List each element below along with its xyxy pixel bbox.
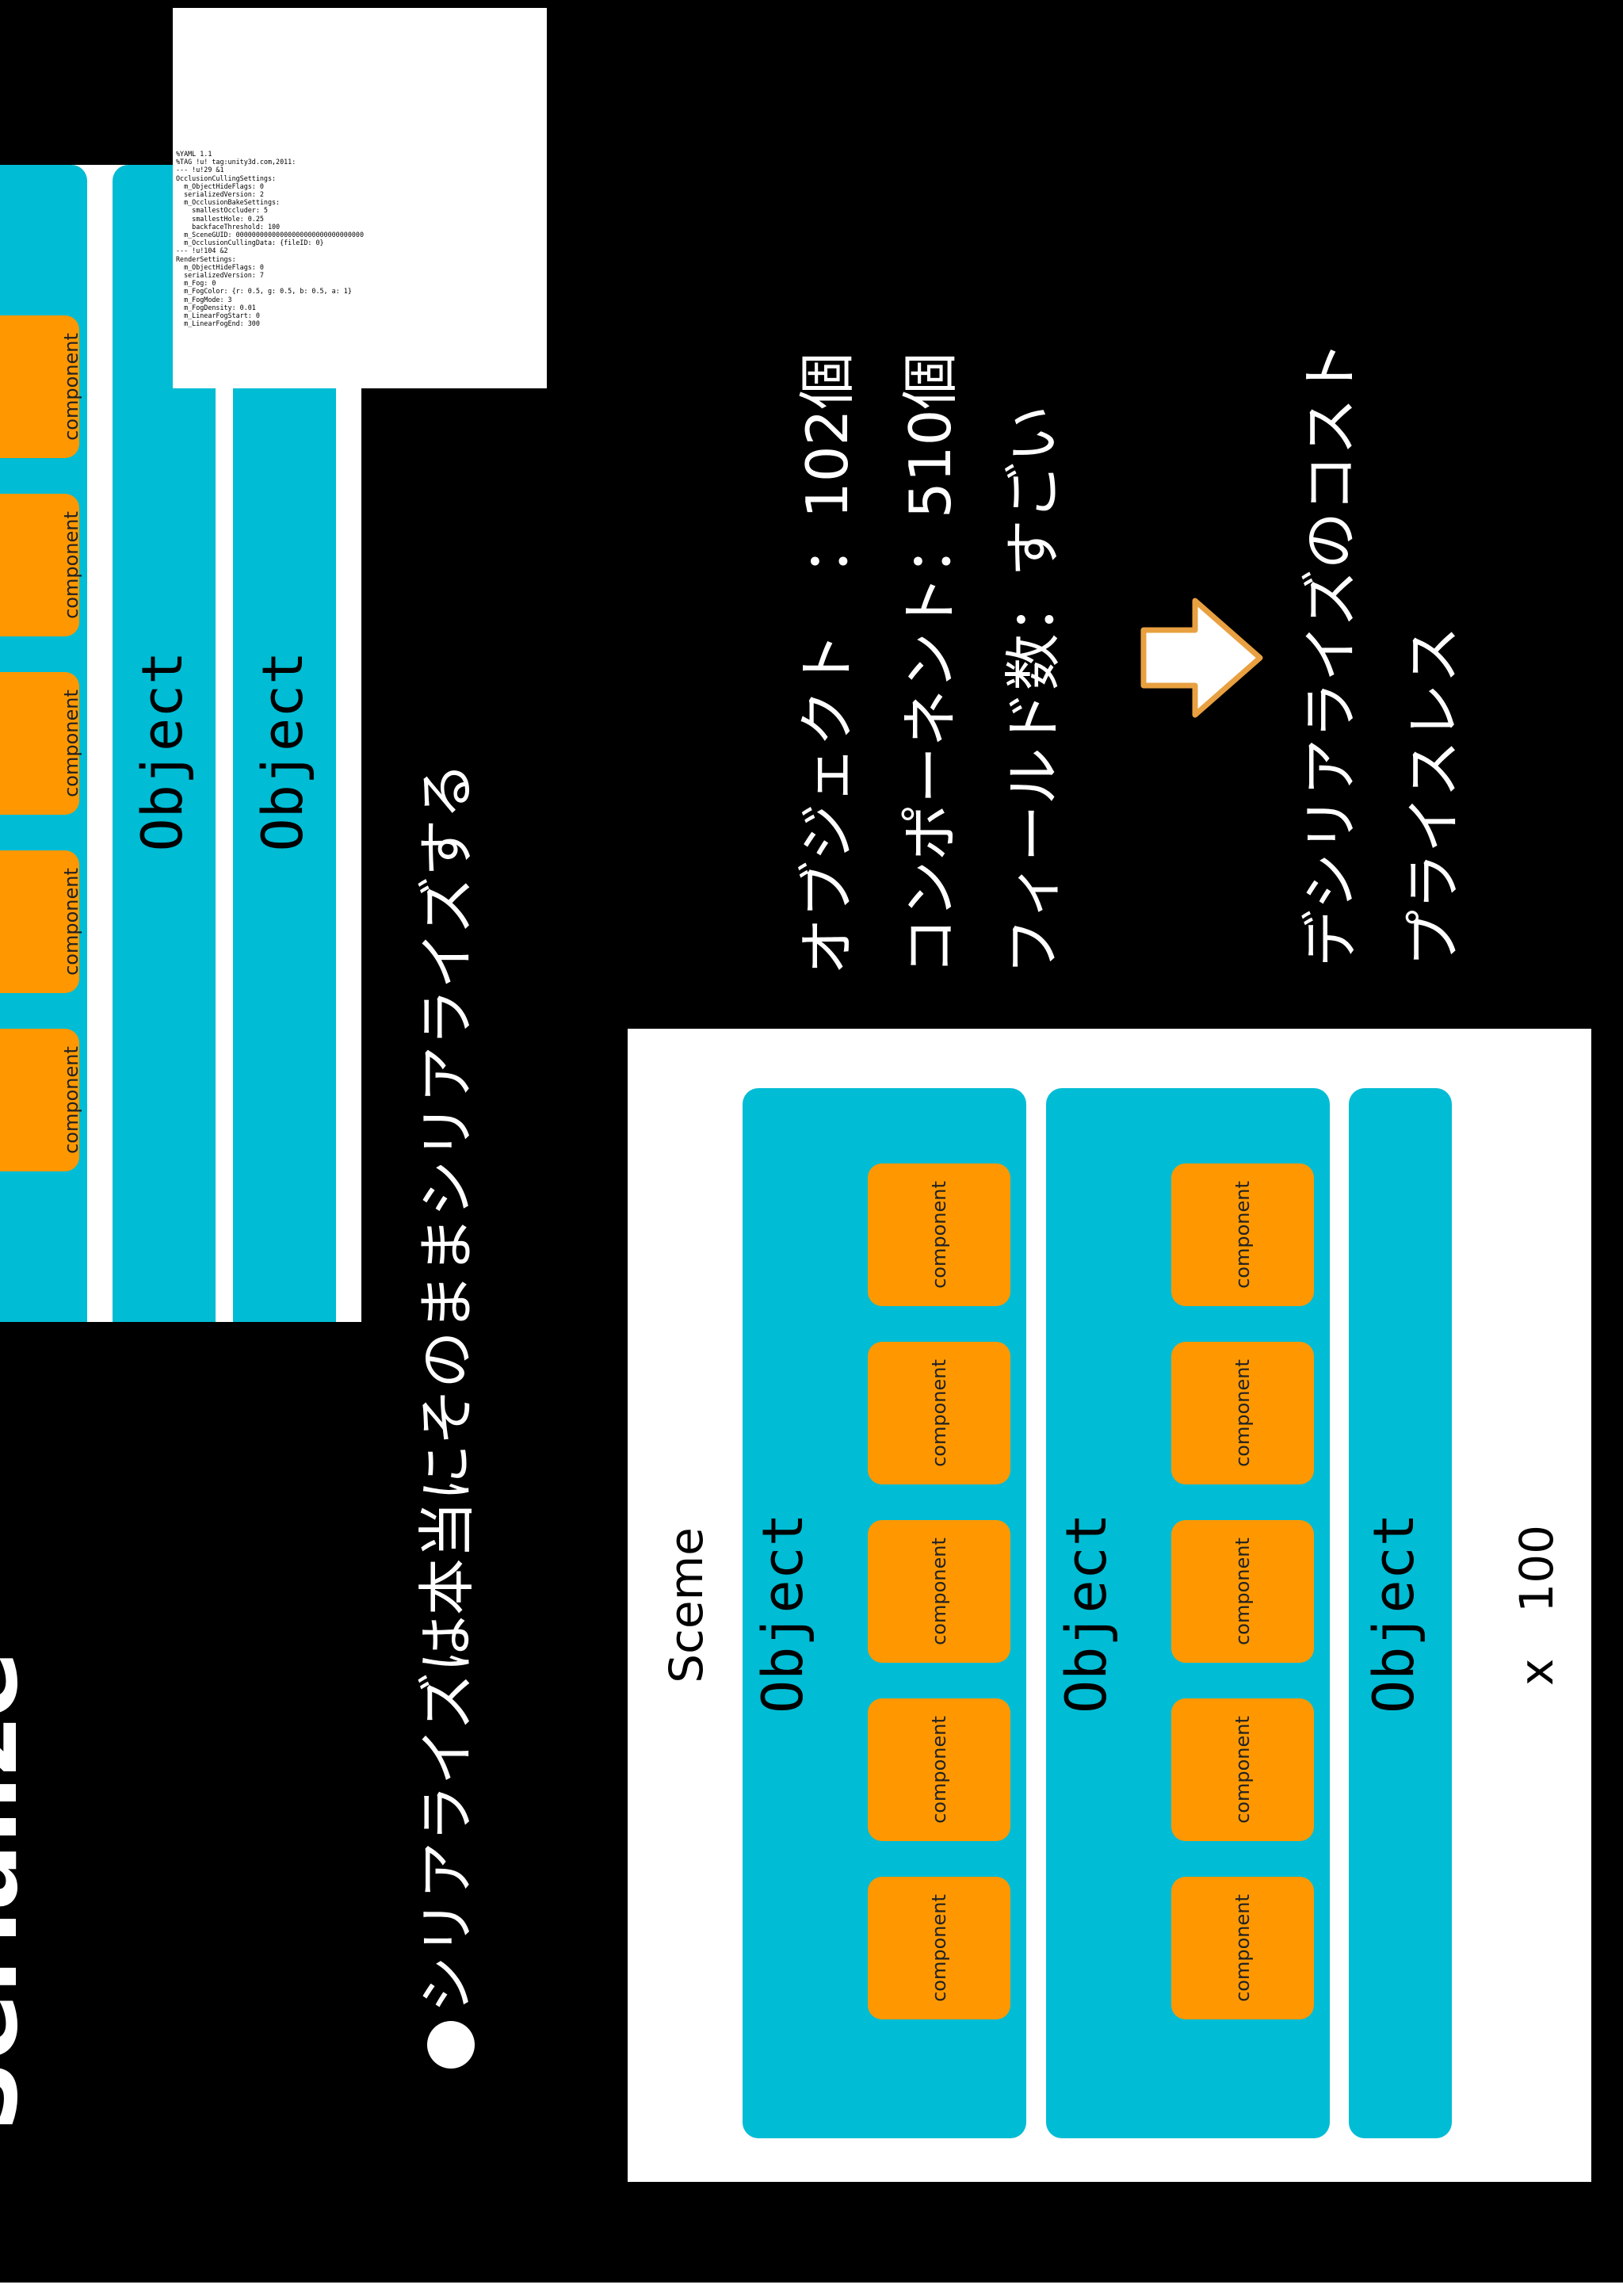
yaml-line: m_SceneGUID: 000000000000000000000000000… xyxy=(176,231,364,239)
yaml-snippet: %YAML 1.1 %TAG !u! tag:unity3d.com,2011:… xyxy=(173,8,547,388)
top-component: component xyxy=(0,850,82,993)
scene-component: component xyxy=(868,1698,1010,1841)
yaml-line: RenderSettings: xyxy=(176,254,236,263)
scene-component: component xyxy=(1171,1342,1314,1484)
top-component: component xyxy=(0,315,82,458)
yaml-line: serializedVersion: 7 xyxy=(176,271,264,280)
yaml-line: backfaceThreshold: 100 xyxy=(176,222,281,231)
yaml-line: %YAML 1.1 xyxy=(176,150,212,158)
scene-object: Object component component component com… xyxy=(1046,1088,1330,2138)
scene-object-label: Object xyxy=(750,1513,815,1713)
yaml-line: m_ObjectHideFlags: 0 xyxy=(176,181,264,190)
yaml-line: m_FogMode: 3 xyxy=(176,295,232,304)
top-component: component xyxy=(0,1029,82,1171)
yaml-line: %TAG !u! tag:unity3d.com,2011: xyxy=(176,158,296,166)
stat-components: コンポーネント：510個 xyxy=(897,352,964,975)
scene-component: component xyxy=(868,1342,1010,1484)
yaml-line: m_OcclusionBakeSettings: xyxy=(176,198,281,207)
yaml-line: m_LinearFogEnd: 300 xyxy=(176,319,260,328)
scene-component: component xyxy=(1171,1877,1314,2019)
scene-component: component xyxy=(868,1163,1010,1306)
scene-object-label: Object xyxy=(1054,1513,1119,1713)
yaml-line: smallestHole: 0.25 xyxy=(176,214,264,223)
yaml-text: %YAML 1.1 %TAG !u! tag:unity3d.com,2011:… xyxy=(173,147,411,388)
yaml-line: m_FogColor: {r: 0.5, g: 0.5, b: 0.5, a: … xyxy=(176,287,352,296)
yaml-line: m_OcclusionCullingData: {fileID: 0} xyxy=(176,239,324,247)
slide-title: Serialize xyxy=(0,1651,40,2132)
yaml-line: --- !u!29 &1 xyxy=(176,166,224,174)
result-line: プライスレス xyxy=(1400,626,1467,967)
yaml-line: --- !u!104 &2 xyxy=(176,246,228,255)
scene-multiplier: x 100 xyxy=(1510,1524,1564,1687)
yaml-line: m_Fog: 0 xyxy=(176,279,216,288)
stat-objects: オブジェクト ：102個 xyxy=(794,352,861,975)
scene-object-label: Object xyxy=(1361,1513,1426,1713)
scene-component: component xyxy=(1171,1163,1314,1306)
scene-diagram: Sceme Object component component compone… xyxy=(628,1029,1591,2182)
stat-fields: フィールド数：すごい xyxy=(1000,405,1067,975)
scene-label: Sceme xyxy=(659,1527,713,1683)
yaml-line: m_ObjectHideFlags: 0 xyxy=(176,262,264,271)
arrow-down-icon xyxy=(1140,598,1263,718)
yaml-line: smallestOccluder: 5 xyxy=(176,206,268,215)
scene-component: component xyxy=(1171,1698,1314,1841)
scene-object: Object xyxy=(1349,1088,1452,2138)
yaml-line: m_FogDensity: 0.01 xyxy=(176,303,256,311)
bullet-point: シリアライズは本当にそのままシリアライズする xyxy=(400,762,483,2069)
bullet-text: シリアライズは本当にそのままシリアライズする xyxy=(414,762,480,2013)
yaml-line: m_LinearFogStart: 0 xyxy=(176,311,260,320)
scene-component: component xyxy=(1171,1520,1314,1663)
top-component: component xyxy=(0,494,82,636)
top-object-with-components: component component component component … xyxy=(0,165,87,1322)
scene-object: Object component component component com… xyxy=(743,1088,1026,2138)
top-black-block xyxy=(0,0,173,160)
top-component: component xyxy=(0,672,82,815)
scene-component: component xyxy=(868,1877,1010,2019)
yaml-line: OcclusionCullingSettings: xyxy=(176,174,277,182)
bullet-dot-icon xyxy=(427,2021,475,2069)
yaml-line: serializedVersion: 2 xyxy=(176,190,264,199)
scene-component: component xyxy=(868,1520,1010,1663)
result-line: デシリアライズのコスト xyxy=(1297,341,1364,967)
